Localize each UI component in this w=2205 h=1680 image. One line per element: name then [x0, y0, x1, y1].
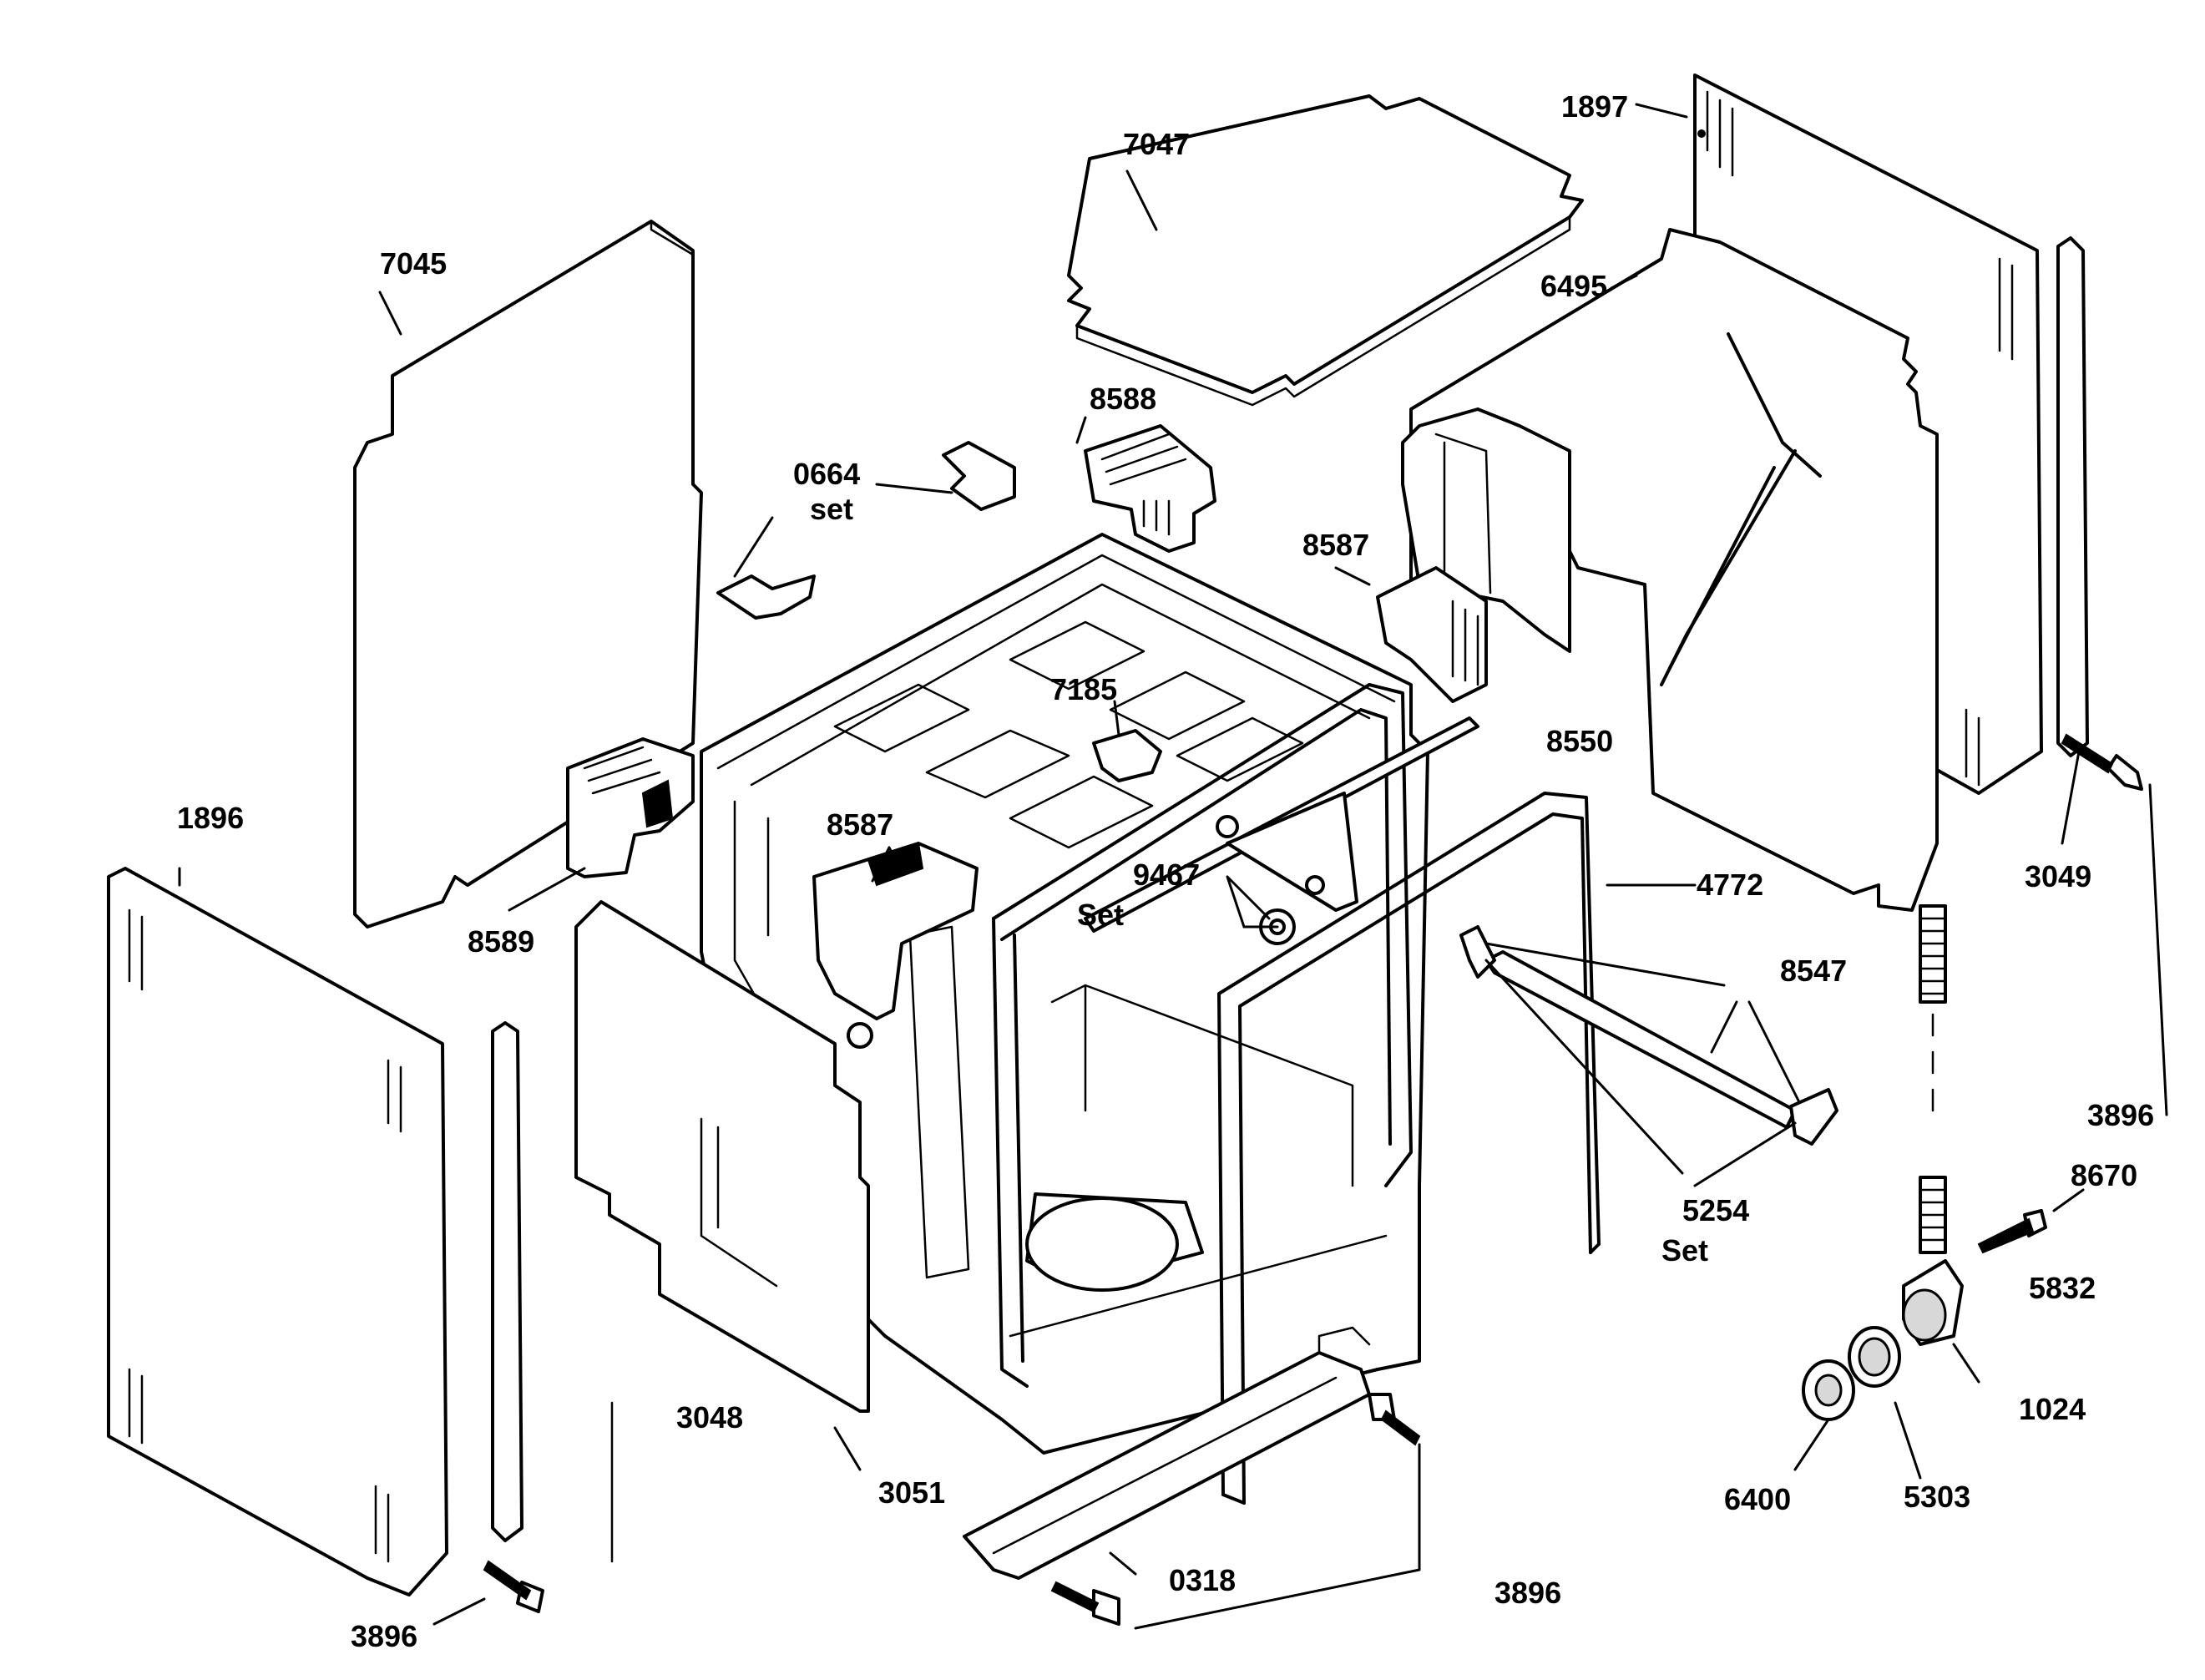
label-0318: 0318	[1169, 1563, 1236, 1597]
label-5303: 5303	[1904, 1480, 1970, 1514]
part-7185-clip	[1092, 729, 1162, 782]
part-8589-housing	[566, 737, 695, 878]
label-8670: 8670	[2071, 1158, 2137, 1192]
label-8547: 8547	[1780, 954, 1847, 988]
part-3051-side-panel	[574, 900, 870, 1413]
screw-3896-bottom-center	[1368, 1393, 1421, 1446]
label-6400: 6400	[1724, 1482, 1791, 1516]
label-3048: 3048	[676, 1400, 743, 1435]
leader-lines	[178, 103, 2168, 1630]
label-7185: 7185	[1050, 672, 1117, 706]
label-5832: 5832	[2029, 1271, 2096, 1305]
screw-3896-bottom-rail	[1050, 1581, 1120, 1626]
label-3051: 3051	[878, 1475, 945, 1510]
screw-3896-left	[483, 1560, 544, 1613]
label-0664: 0664	[793, 457, 860, 491]
label-3896-left: 3896	[351, 1619, 417, 1653]
label-7045: 7045	[380, 246, 447, 281]
part-3048-strip-left	[491, 1021, 614, 1563]
label-4772: 4772	[1697, 868, 1763, 902]
label-8588: 8588	[1090, 382, 1156, 416]
label-8550: 8550	[1546, 724, 1613, 758]
part-3049-strip-right	[2056, 236, 2089, 757]
label-0664-set: set	[810, 492, 853, 526]
label-1896: 1896	[177, 801, 244, 835]
label-3049: 3049	[2025, 859, 2091, 893]
part-labels: 7045 7047 1897 6495 8588 0664 set 8587 7…	[177, 89, 2154, 1653]
label-8587-left: 8587	[827, 807, 893, 842]
part-8547-hinge-bar	[1459, 925, 1838, 1146]
part-8588-bracket	[1084, 424, 1216, 553]
part-4772-gasket	[1217, 792, 1601, 1505]
screw-5832	[1977, 1209, 2047, 1254]
part-7047-top-panel	[1067, 94, 1584, 407]
part-0664-brackets	[716, 441, 1016, 620]
label-9467-set: Set	[1077, 898, 1124, 932]
label-1897: 1897	[1561, 89, 1628, 124]
label-8589: 8589	[468, 924, 534, 959]
part-5303-ring	[1848, 1326, 1901, 1388]
part-1024-valve	[1902, 1259, 1964, 1346]
label-7047: 7047	[1123, 127, 1190, 161]
label-3896-bottom: 3896	[1494, 1576, 1561, 1610]
part-1896-left-front-panel	[107, 867, 448, 1597]
part-8587-right	[1376, 566, 1488, 703]
part-front-frame	[992, 683, 1413, 1388]
part-8587-left	[812, 842, 979, 1049]
label-5254: 5254	[1682, 1193, 1749, 1227]
part-6400-cap	[1802, 1359, 1855, 1421]
label-5254-set: Set	[1661, 1233, 1708, 1268]
label-8587-right: 8587	[1302, 528, 1369, 562]
label-3896-right: 3896	[2087, 1098, 2154, 1132]
screw-3896-right	[2061, 733, 2143, 791]
part-6495-cover	[1401, 228, 1939, 912]
part-8670-hose	[1919, 904, 1947, 1254]
label-1024: 1024	[2019, 1392, 2086, 1426]
label-9467: 9467	[1133, 858, 1200, 892]
label-6495: 6495	[1540, 269, 1607, 303]
